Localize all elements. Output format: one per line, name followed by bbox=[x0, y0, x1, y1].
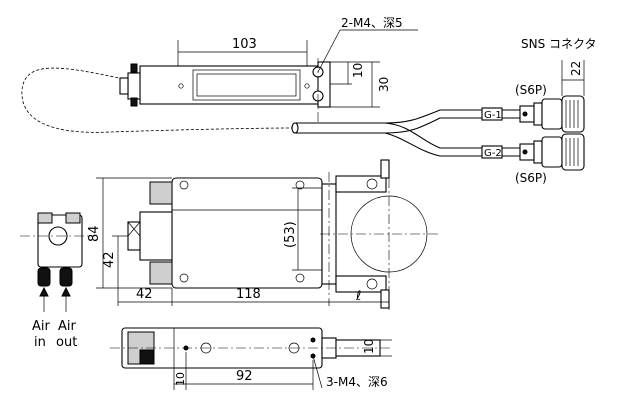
bottom-tap-leader bbox=[312, 355, 323, 389]
top-screw-right bbox=[304, 83, 310, 89]
dim-10-top: 10 bbox=[351, 63, 365, 78]
front-screw-tl bbox=[179, 180, 189, 190]
dim-22: 22 bbox=[569, 61, 583, 76]
side-fitting-tr bbox=[65, 212, 81, 224]
dim-92: 92 bbox=[236, 369, 253, 384]
clamp-bolt-top bbox=[366, 178, 378, 190]
connector-upper-label: (S6P) bbox=[515, 83, 547, 97]
air-in-arrowhead bbox=[39, 286, 49, 297]
top-fitting-tip bbox=[119, 77, 129, 95]
front-body bbox=[171, 177, 323, 289]
cable-assembly: G-1 G-2 SNS コネクタ (S6P) (S6P) 22 bbox=[291, 37, 597, 185]
dim-stroke-l: ℓ bbox=[355, 289, 361, 304]
tap-leader bbox=[317, 29, 341, 73]
connector-lower-dot bbox=[522, 149, 528, 155]
fitting-top bbox=[149, 181, 173, 205]
dim-42-vertical: 42 bbox=[102, 251, 117, 268]
front-screw-br bbox=[295, 273, 305, 283]
valve-x-2 bbox=[127, 221, 141, 237]
top-window bbox=[192, 69, 301, 101]
clamp-top bbox=[335, 175, 387, 193]
cable-end bbox=[291, 122, 299, 134]
connector-lower-body bbox=[541, 136, 563, 168]
bottom-view: 10 10 92 3-M4、深6 bbox=[110, 327, 392, 390]
dim-10-bottom: 10 bbox=[174, 372, 187, 386]
top-fitting-cap bbox=[130, 63, 138, 73]
connector-lower-head bbox=[561, 133, 585, 171]
top-view: 103 2-M4、深5 10 30 bbox=[21, 16, 418, 133]
side-view: Air in Air out bbox=[20, 212, 95, 350]
top-tap-label: 2-M4、深5 bbox=[341, 16, 403, 30]
connector-lower-label: (S6P) bbox=[515, 171, 547, 185]
air-out-word2: out bbox=[56, 335, 77, 350]
air-out-word1: Air bbox=[58, 319, 77, 334]
fitting-bottom bbox=[149, 261, 173, 285]
clamp-bottom bbox=[335, 275, 387, 293]
bottom-tap-label: 3-M4、深6 bbox=[326, 375, 388, 389]
cable-g2-label: G-2 bbox=[484, 148, 502, 159]
cable-g1-label: G-1 bbox=[484, 110, 502, 121]
top-window-inner bbox=[196, 73, 297, 97]
bottom-tap-2 bbox=[310, 337, 316, 343]
dim-30: 30 bbox=[377, 77, 391, 92]
clamp-bolt-bottom bbox=[366, 278, 378, 290]
top-fitting-cap2 bbox=[130, 97, 138, 107]
clamp-pin-top bbox=[380, 159, 390, 179]
side-fitting-tl bbox=[37, 212, 53, 224]
side-port-out bbox=[59, 267, 73, 287]
valve-port bbox=[127, 221, 141, 251]
bottom-port bbox=[139, 349, 155, 365]
front-screw-tr bbox=[295, 180, 305, 190]
top-fitting bbox=[127, 72, 141, 100]
side-port-in bbox=[37, 267, 51, 287]
cable-lower-b bbox=[384, 132, 520, 157]
connector-upper-body bbox=[541, 98, 563, 130]
top-screw-left bbox=[178, 83, 184, 89]
dim-42-horizontal: 42 bbox=[136, 287, 153, 302]
cable-marker-g1 bbox=[481, 107, 503, 121]
cable-loop bbox=[21, 67, 296, 133]
cable-lower-a bbox=[384, 122, 520, 149]
front-screw-bl bbox=[179, 273, 189, 283]
connector-upper-dot bbox=[522, 111, 528, 117]
dim-53: (53) bbox=[283, 221, 298, 248]
clamp-pin-bottom bbox=[380, 289, 390, 309]
manifold-block bbox=[139, 211, 173, 261]
dim-84: 84 bbox=[87, 225, 102, 242]
air-out-arrowhead bbox=[61, 286, 71, 297]
air-in-word1: Air bbox=[32, 319, 51, 334]
air-in-word2: in bbox=[34, 335, 46, 350]
dim-10-side: 10 bbox=[362, 339, 376, 354]
dim-118: 118 bbox=[236, 287, 261, 302]
connector-title: SNS コネクタ bbox=[521, 37, 597, 51]
dim-103: 103 bbox=[232, 37, 257, 52]
front-view: 84 42 (53) 42 118 ℓ bbox=[87, 159, 440, 310]
connector-upper-head bbox=[561, 95, 585, 133]
connector-lower-ring bbox=[533, 140, 543, 164]
connector-upper-ring bbox=[533, 102, 543, 126]
top-body bbox=[139, 65, 321, 105]
cable-marker-g2 bbox=[481, 145, 503, 159]
